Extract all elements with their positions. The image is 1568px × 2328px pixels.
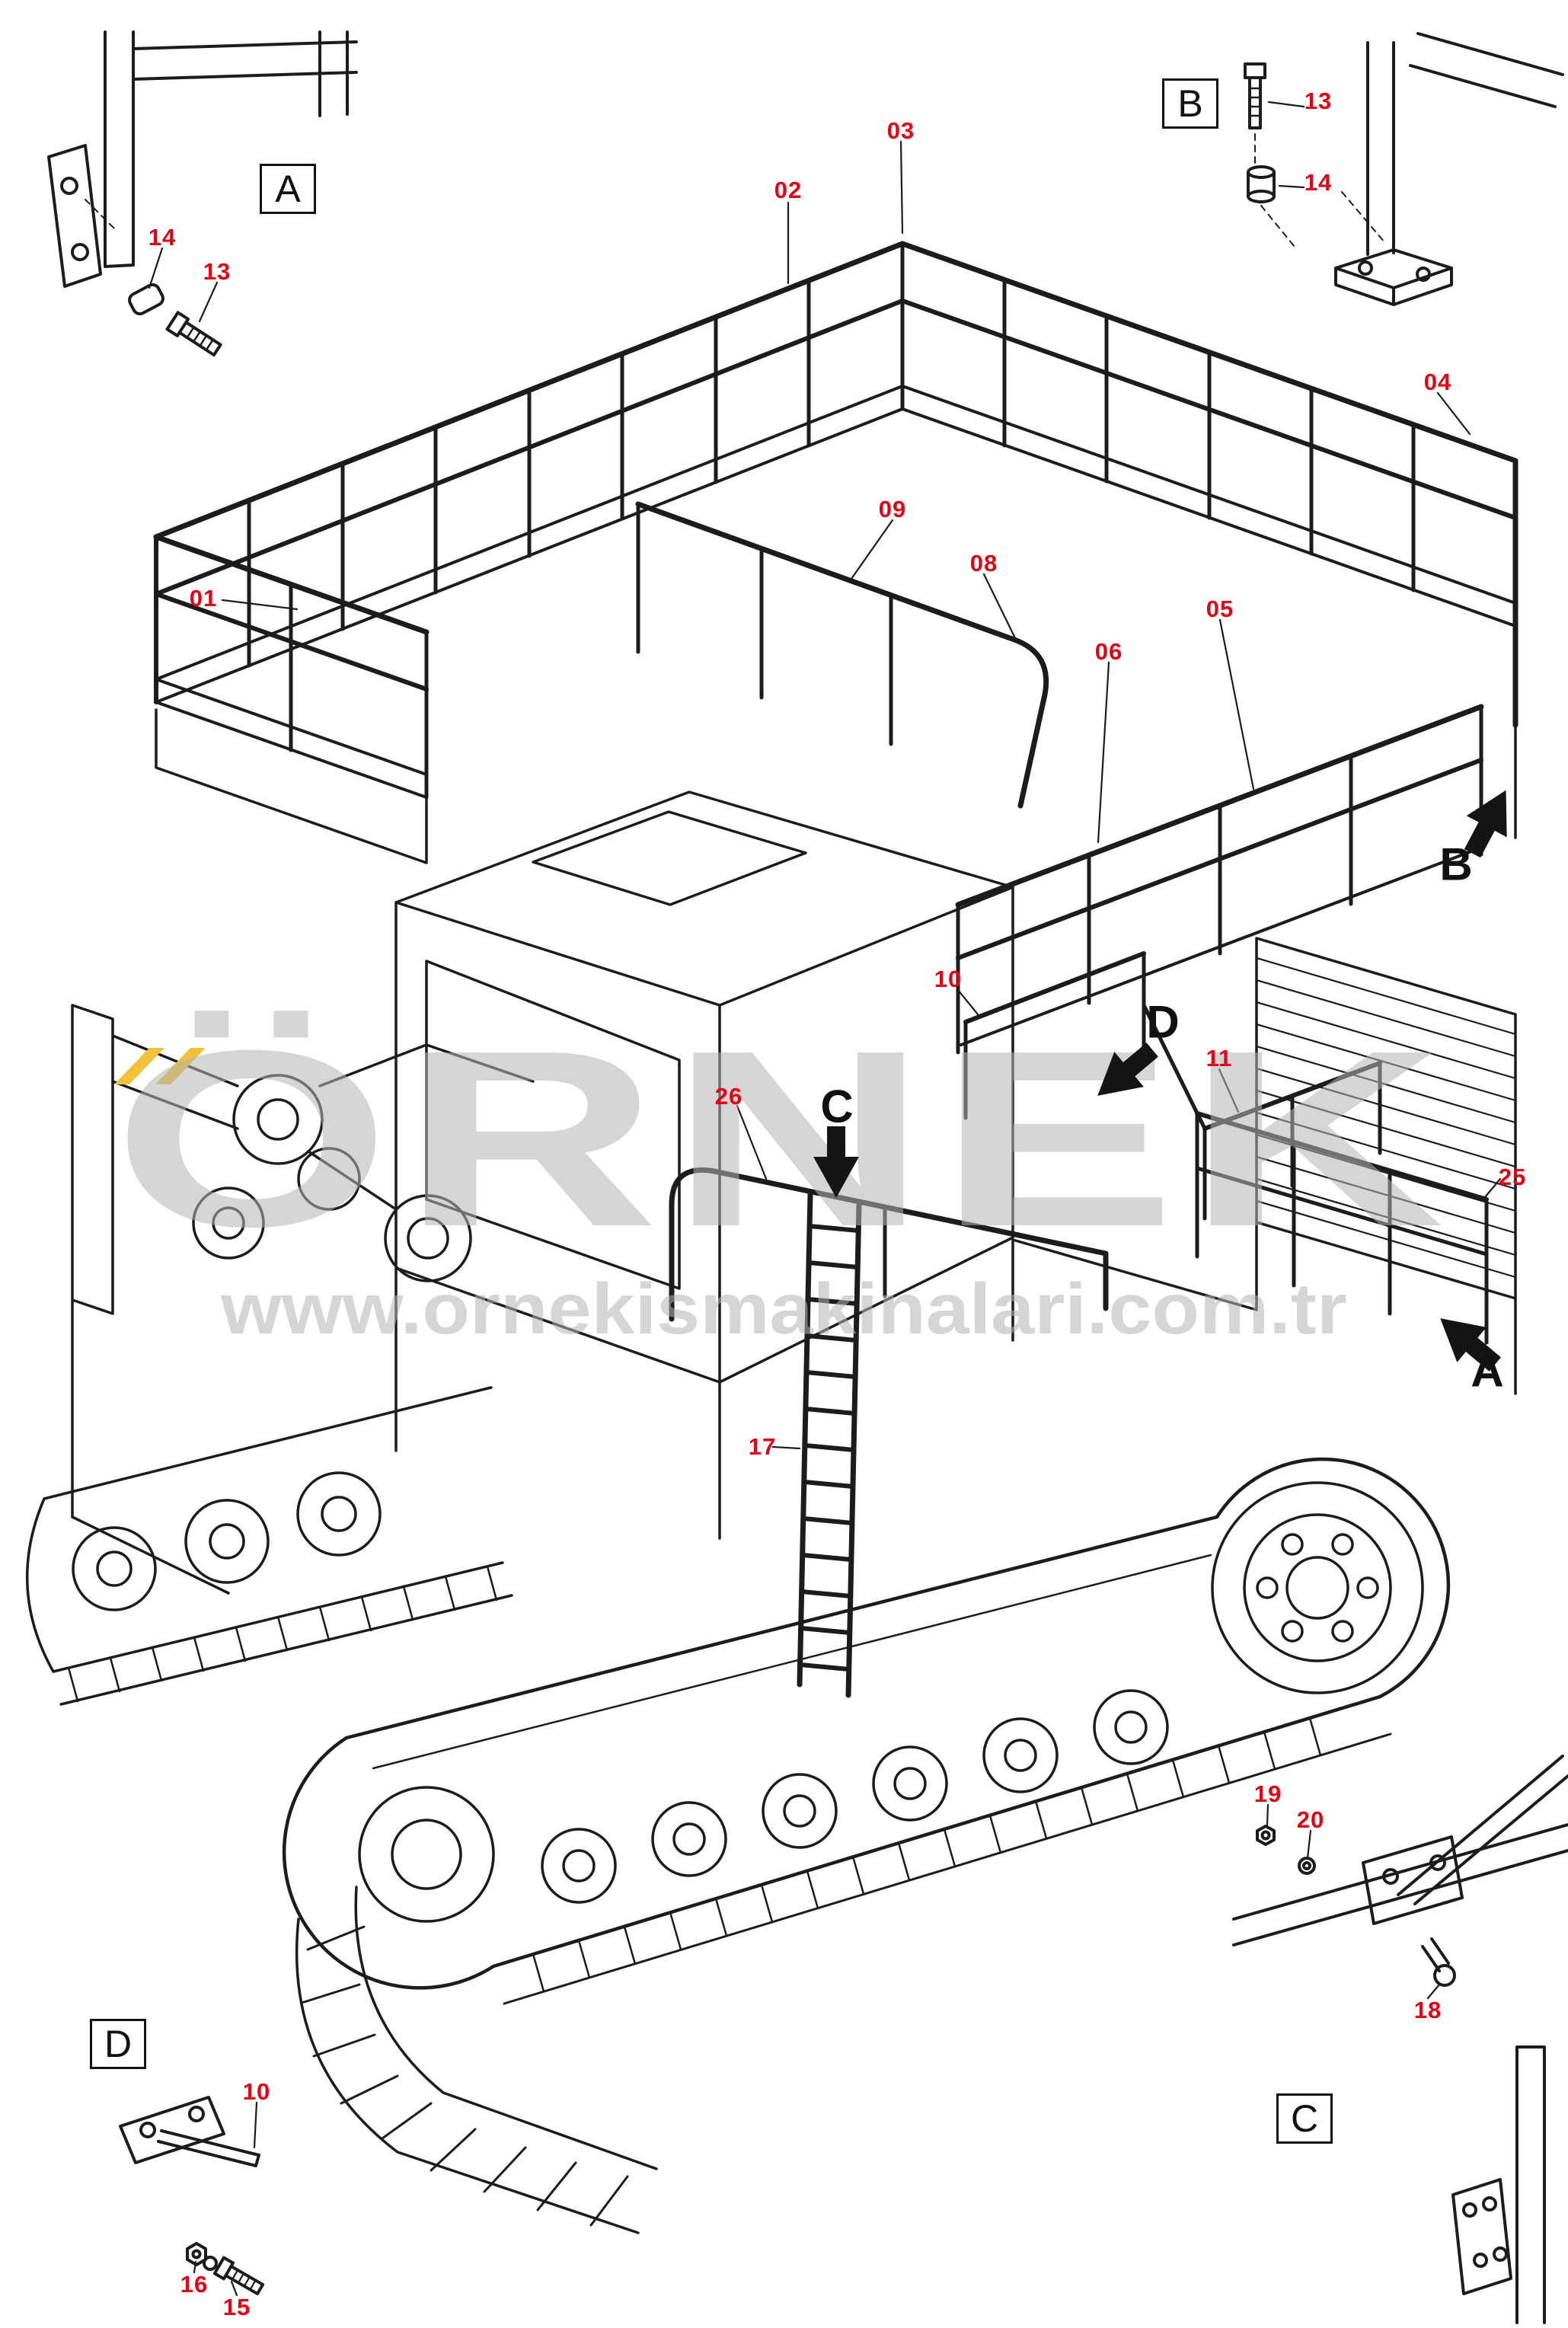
view-arrow-b-icon bbox=[1464, 790, 1507, 858]
undercarriage bbox=[25, 1386, 1451, 2234]
part-callout: 11 bbox=[1206, 1045, 1233, 1071]
nut-16-icon bbox=[186, 2242, 207, 2266]
detail-b-assembly bbox=[1244, 32, 1564, 306]
view-arrow-a-icon bbox=[1440, 1318, 1501, 1372]
ladder bbox=[797, 1191, 862, 1698]
part-callout: 10 bbox=[242, 2078, 271, 2105]
part-callout: 05 bbox=[1206, 596, 1234, 622]
nut-19-icon bbox=[1256, 1825, 1276, 1846]
part-callout: 19 bbox=[1253, 1780, 1282, 1807]
part-callout: 03 bbox=[886, 117, 915, 144]
bolt-18-icon bbox=[1433, 1964, 1456, 1987]
spacer-14-icon bbox=[128, 283, 164, 316]
leader-lines bbox=[148, 101, 1502, 2297]
view-arrow-label-c: C bbox=[820, 1081, 854, 1132]
part-callout: 17 bbox=[748, 1433, 777, 1460]
part-callout: 14 bbox=[148, 224, 177, 251]
detail-box-d: D bbox=[90, 2019, 146, 2069]
part-callout: 18 bbox=[1413, 1997, 1442, 2023]
part-callout: 02 bbox=[774, 177, 803, 203]
detail-box-c: C bbox=[1276, 2093, 1333, 2144]
view-arrow-c-icon bbox=[813, 1126, 859, 1198]
sprocket bbox=[1211, 1481, 1424, 1694]
machine-body bbox=[71, 627, 1517, 1595]
part-callout: 20 bbox=[1296, 1806, 1325, 1833]
detail-c-assembly bbox=[1232, 1755, 1568, 2324]
handrail bbox=[669, 1167, 1109, 1322]
part-callout: 26 bbox=[714, 1083, 743, 1110]
view-arrow-label-d: D bbox=[1146, 996, 1180, 1048]
platform-railing bbox=[153, 241, 1519, 800]
part-callout: 14 bbox=[1304, 169, 1333, 196]
part-callout: 09 bbox=[878, 496, 907, 522]
view-arrow-d-icon bbox=[1097, 1043, 1158, 1096]
part-callout: 10 bbox=[934, 966, 963, 992]
view-arrow-label-a: A bbox=[1471, 1345, 1504, 1397]
part-callout: 13 bbox=[203, 258, 232, 285]
detail-a-assembly bbox=[47, 30, 358, 357]
bolt-15-icon bbox=[212, 2256, 265, 2296]
part-callout: 16 bbox=[180, 2271, 209, 2298]
detail-box-a: A bbox=[260, 164, 316, 214]
part-callout: 13 bbox=[1304, 88, 1333, 114]
part-callout: 25 bbox=[1498, 1164, 1527, 1190]
view-arrow-label-b: B bbox=[1439, 838, 1473, 890]
part-callout: 01 bbox=[189, 585, 218, 612]
detail-d-assembly bbox=[119, 2096, 265, 2296]
detail-box-b: B bbox=[1162, 78, 1218, 129]
bolt-13-icon bbox=[165, 311, 222, 357]
part-callout: 15 bbox=[222, 2294, 251, 2320]
part-callout: 04 bbox=[1423, 369, 1452, 395]
part-callout: 06 bbox=[1094, 638, 1123, 665]
fender-railing bbox=[1195, 1111, 1489, 1345]
watermark-accent bbox=[114, 1048, 206, 1084]
part-callout: 08 bbox=[969, 550, 998, 576]
